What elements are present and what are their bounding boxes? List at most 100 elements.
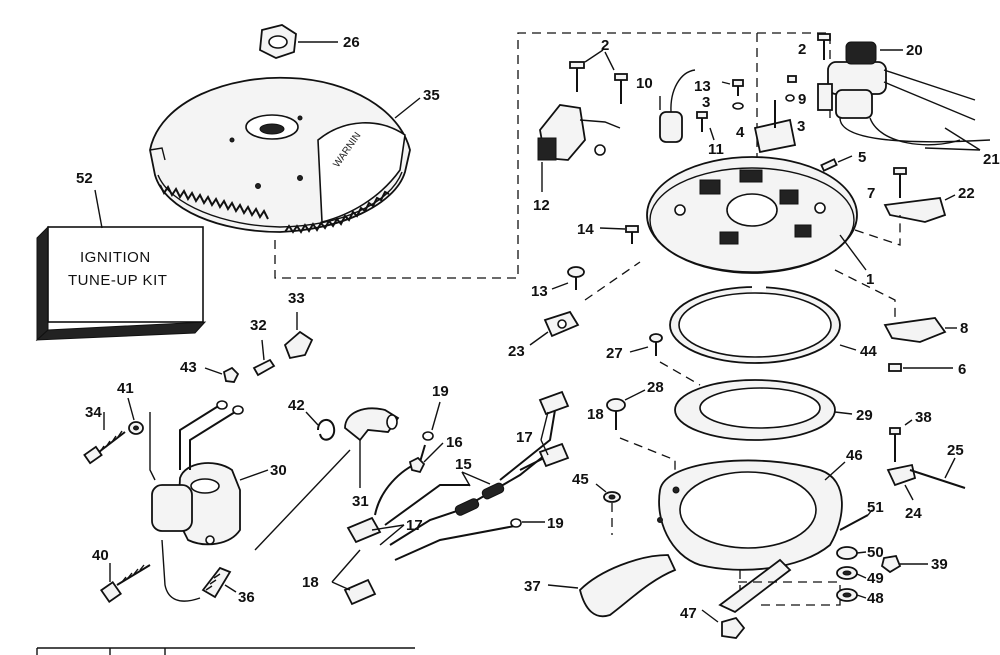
callout-2b: 2 (798, 41, 806, 58)
screw-27 (629, 333, 701, 386)
armature-plate (657, 459, 846, 571)
screw-14 (599, 225, 639, 244)
washer-45 (595, 483, 621, 535)
callout-52: 52 (76, 170, 93, 187)
callout-39: 39 (931, 556, 948, 573)
stator-plate (646, 156, 867, 274)
breaker-point-set (537, 104, 621, 192)
callout-40: 40 (92, 547, 109, 564)
callout-50: 50 (867, 544, 884, 561)
callout-3b: 3 (797, 118, 805, 135)
callout-13b: 13 (531, 283, 548, 300)
callout-37: 37 (524, 578, 541, 595)
flywheel-nut (259, 24, 338, 59)
throttle-link (886, 419, 966, 501)
ground-strap (201, 566, 237, 599)
callout-20: 20 (906, 42, 923, 59)
callout-30: 30 (270, 462, 287, 479)
callout-11: 11 (708, 141, 724, 158)
callout-47: 47 (680, 605, 697, 622)
callout-4: 4 (736, 124, 745, 141)
callout-12: 12 (533, 197, 550, 214)
reference-line-22 (854, 215, 901, 246)
reference-bracket (274, 32, 758, 279)
pin (820, 155, 853, 172)
table-stub (36, 647, 415, 655)
clamp-42 (305, 411, 336, 441)
callout-44: 44 (860, 343, 877, 360)
ignition-tune-up-kit-box: IGNITION TUNE-UP KIT (35, 189, 207, 342)
callout-48: 48 (867, 590, 884, 607)
small-hardware-cluster (696, 75, 797, 154)
screw-40 (99, 563, 151, 604)
callout-3a: 3 (702, 94, 710, 111)
callout-51: 51 (867, 499, 884, 516)
callout-7: 7 (867, 185, 875, 202)
kit-box-line1: IGNITION (80, 249, 151, 266)
support-plate (674, 379, 853, 441)
callout-29: 29 (856, 407, 873, 424)
callout-38: 38 (915, 409, 932, 426)
callout-45: 45 (572, 471, 589, 488)
callout-49: 49 (867, 570, 884, 587)
callout-1: 1 (866, 271, 874, 288)
callout-31: 31 (352, 493, 369, 510)
wiring-harness (331, 390, 570, 606)
callout-32: 32 (250, 317, 267, 334)
throttle-cam (547, 554, 677, 618)
callout-19a: 19 (432, 383, 449, 400)
callout-18a: 18 (302, 574, 319, 591)
condenser (659, 69, 696, 143)
callout-33: 33 (288, 290, 305, 307)
callout-24: 24 (905, 505, 922, 522)
flywheel: WARNIN (149, 76, 421, 234)
reference-line-8 (834, 269, 896, 320)
callout-16: 16 (446, 434, 463, 451)
callout-13a: 13 (694, 78, 711, 95)
callout-10: 10 (636, 75, 653, 92)
callout-21: 21 (983, 151, 1000, 168)
clip-33 (283, 312, 314, 360)
callout-42: 42 (288, 397, 305, 414)
callout-14: 14 (577, 221, 594, 238)
callout-46: 46 (846, 447, 863, 464)
callout-17b: 17 (516, 429, 533, 446)
callout-6: 6 (958, 361, 966, 378)
retainer-ring (669, 284, 857, 364)
callout-2a: 2 (601, 37, 609, 54)
callout-23: 23 (508, 343, 525, 360)
kit-box-line2: TUNE-UP KIT (68, 272, 167, 289)
callout-25: 25 (947, 442, 964, 459)
ignition-coil (149, 400, 269, 602)
callout-28: 28 (647, 379, 664, 396)
screw-and-clamp (529, 261, 641, 346)
bracket-and-screw (883, 317, 957, 372)
callout-22: 22 (958, 185, 975, 202)
callout-36: 36 (238, 589, 255, 606)
callout-19b: 19 (547, 515, 564, 532)
callout-34: 34 (85, 404, 102, 421)
callout-15: 15 (455, 456, 472, 473)
nut-43 (204, 366, 240, 383)
callout-9: 9 (798, 91, 806, 108)
callout-35: 35 (423, 87, 440, 104)
ignition-coil-assembly (817, 33, 991, 151)
callout-41: 41 (117, 380, 134, 397)
callout-17a: 17 (406, 517, 423, 534)
screw-pair-2 (569, 49, 628, 104)
washer-41 (127, 397, 144, 435)
small-washers (836, 509, 928, 602)
spark-plug-boot (254, 407, 400, 551)
screw-34 (83, 412, 126, 465)
callout-27: 27 (606, 345, 623, 362)
callout-8: 8 (960, 320, 968, 337)
terminal-32 (252, 339, 276, 377)
screw-and-bracket (883, 167, 956, 223)
callout-5: 5 (858, 149, 866, 166)
screw-28 (606, 389, 676, 478)
callout-43: 43 (180, 359, 197, 376)
callout-18b: 18 (587, 406, 604, 423)
retainer-and-link (701, 558, 792, 639)
callout-26: 26 (343, 34, 360, 51)
